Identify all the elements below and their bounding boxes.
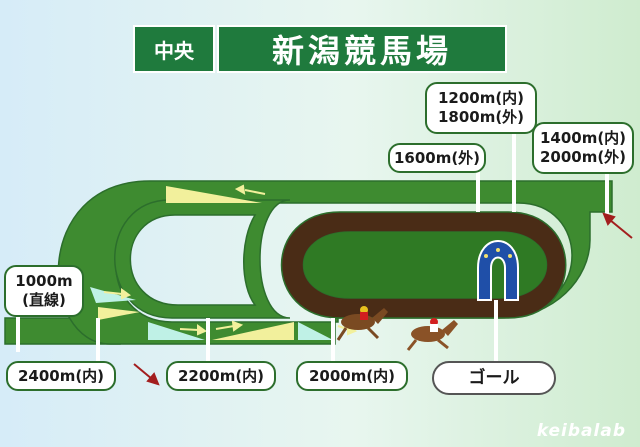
watermark: keibalab [536,421,626,441]
distance-label: 1800m(外) [437,108,525,126]
distance-label: 2000m(外) [539,148,627,166]
horseshoe-icon [477,240,519,301]
distance-callout-1200-1800: 1200m(内) 1800m(外) [425,82,537,134]
start-markers [16,172,609,364]
chute-bottom-1 [148,322,205,340]
distance-label: (直線) [22,291,66,309]
goal-text: ゴール [468,367,520,388]
distance-label: 1400m(内) [539,129,627,147]
distance-label: 2200m(内) [177,366,265,385]
distance-callout-1600: 1600m(外) [388,143,486,173]
distance-label: 1200m(内) [437,89,525,107]
inner-turf-course [114,199,291,319]
chute-bottom-2 [212,322,294,340]
distance-label: 2400m(内) [17,366,105,385]
chute-bottom-3 [298,322,333,340]
racehorse-icon [336,306,388,341]
goal-label: ゴール [432,361,556,395]
racehorse-icon [406,318,458,351]
chute-left-1 [90,287,136,303]
distance-callout-1400-2000: 1400m(内) 2000m(外) [532,122,634,174]
distance-label: 1600m(外) [393,148,481,167]
distance-label: 1000m [15,272,73,290]
distance-callout-2000-inner: 2000m(内) [296,361,408,391]
chute-left-2 [98,307,140,320]
distance-callout-2400: 2400m(内) [6,361,116,391]
course-name-title: 新潟競馬場 [217,25,507,73]
distance-callout-1000: 1000m (直線) [4,265,84,317]
start-arrow-icon [133,212,633,386]
distance-label: 2000m(内) [308,366,396,385]
distance-callout-2200: 2200m(内) [166,361,276,391]
chute-upper [166,186,262,203]
region-badge: 中央 [133,25,215,73]
